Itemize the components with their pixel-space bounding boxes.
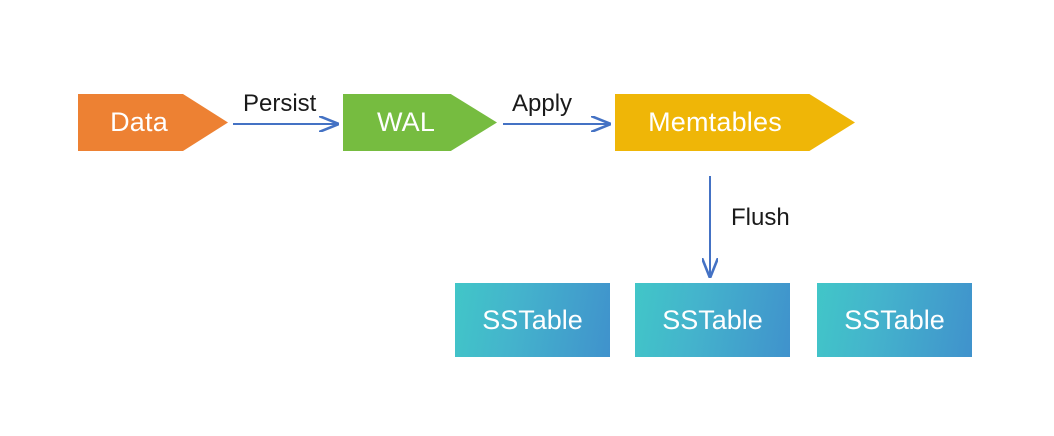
edge-flush-label: Flush xyxy=(731,204,790,231)
node-sstable-2[interactable]: SSTable xyxy=(635,283,790,357)
edge-apply-label: Apply xyxy=(512,90,573,117)
node-data[interactable]: Data xyxy=(78,94,228,151)
node-sstable-1[interactable]: SSTable xyxy=(455,283,610,357)
node-memtables-label: Memtables xyxy=(648,107,782,137)
node-data-label: Data xyxy=(110,107,168,137)
node-wal-label: WAL xyxy=(376,107,436,137)
edge-persist-label: Persist xyxy=(243,90,317,117)
node-sstable-2-label: SSTable xyxy=(662,304,763,335)
node-wal[interactable]: WAL xyxy=(343,94,497,151)
node-sstable-3[interactable]: SSTable xyxy=(817,283,972,357)
node-memtables[interactable]: Memtables xyxy=(615,94,855,151)
node-sstable-1-label: SSTable xyxy=(482,304,583,335)
node-sstable-3-label: SSTable xyxy=(844,304,945,335)
